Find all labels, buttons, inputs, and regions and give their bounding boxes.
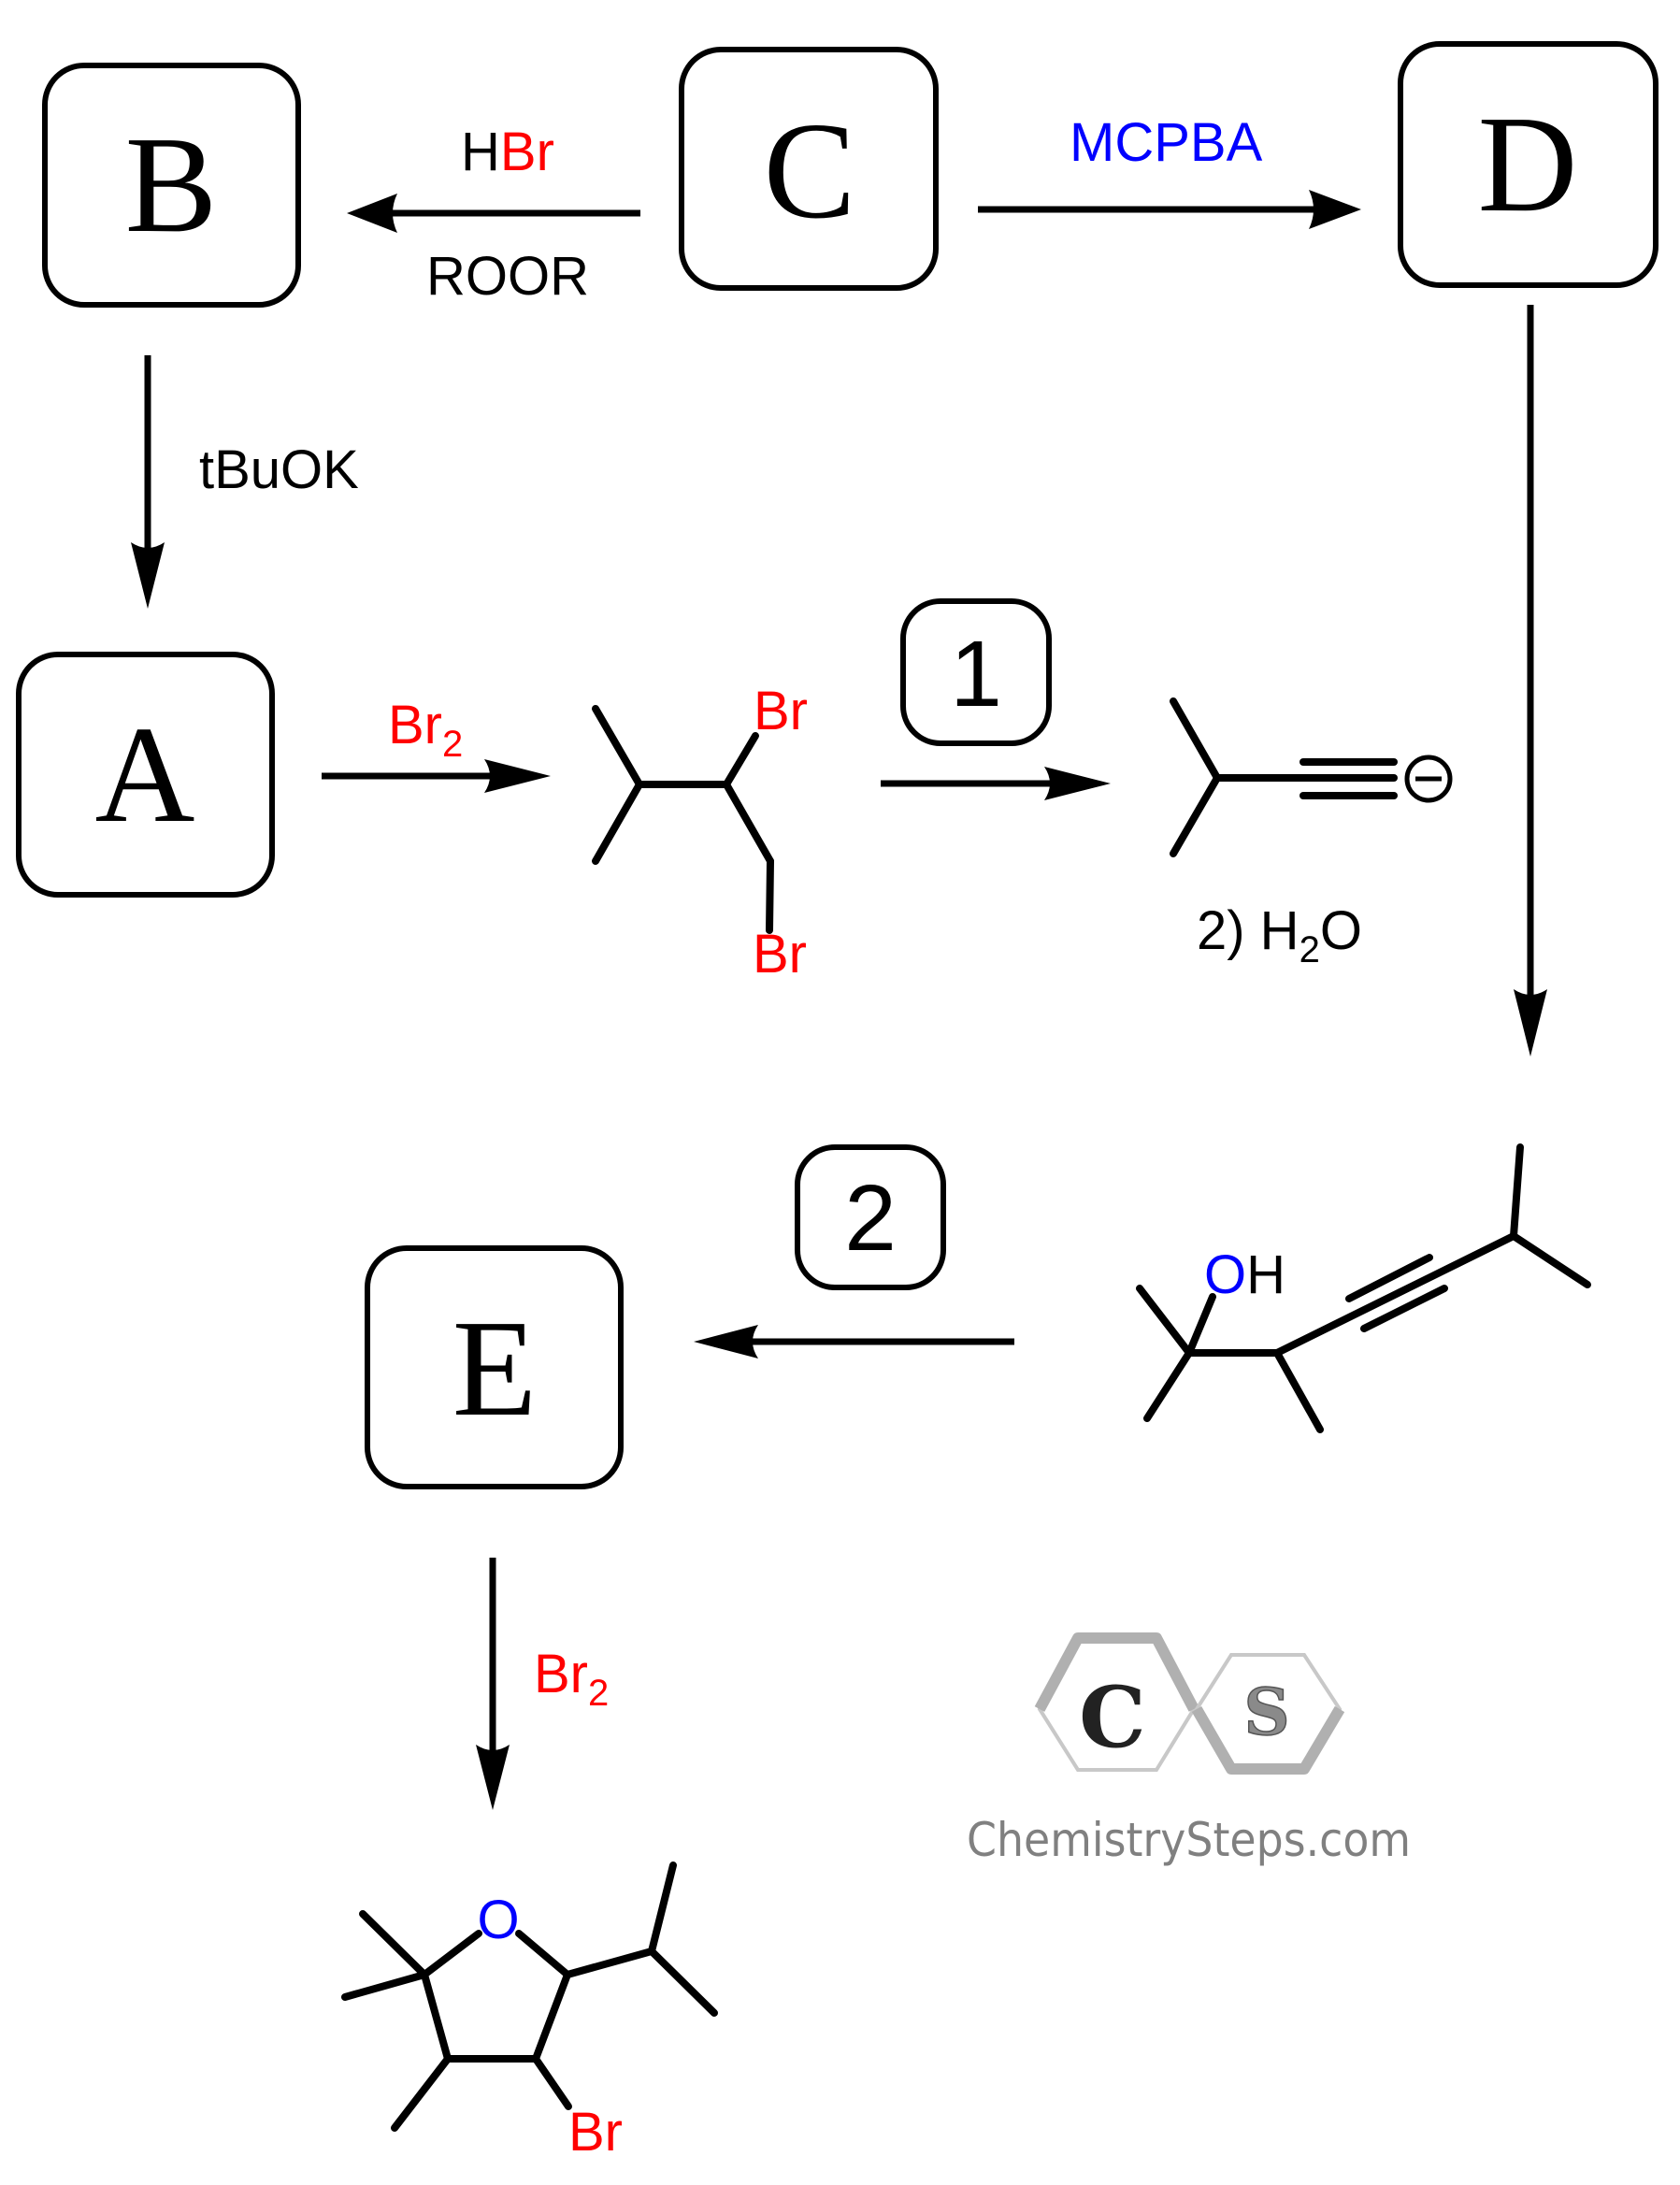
- alkynol-molecule: OH: [1136, 1143, 1591, 1433]
- box-a-label: A: [95, 698, 195, 852]
- reagent-mcpba: MCPBA: [1070, 112, 1263, 173]
- negative-charge-icon: [1404, 755, 1453, 803]
- step-2-box: 2: [795, 1144, 946, 1290]
- dibromide-br-top: Br: [754, 681, 808, 741]
- reagent-hbr: HBr: [461, 122, 554, 182]
- step-1-label: 1: [950, 622, 1002, 726]
- box-e-label: E: [452, 1292, 537, 1445]
- arrow-step-1: [881, 767, 1111, 800]
- logo-letter-c: C: [1079, 1668, 1146, 1767]
- box-e: E: [365, 1245, 624, 1489]
- alkynol-oh: OH: [1204, 1244, 1285, 1305]
- step-2-label: 2: [844, 1166, 897, 1271]
- box-c-label: C: [764, 94, 856, 248]
- box-d: D: [1398, 41, 1658, 288]
- dibromide-molecule: Br Br: [592, 681, 808, 985]
- box-b-label: B: [125, 108, 218, 262]
- arrow-b-to-a: [131, 355, 165, 609]
- arrow-c-to-d: [978, 190, 1361, 229]
- reagent-roor: ROOR: [426, 246, 589, 307]
- dibromide-br-bottom: Br: [753, 924, 807, 985]
- thf-product-molecule: O Br: [341, 1862, 718, 2163]
- thf-bromine: Br: [568, 2102, 623, 2163]
- chemistrysteps-logo: C S ChemistrySteps.com: [967, 1632, 1411, 1867]
- logo-text[interactable]: ChemistrySteps.com: [967, 1813, 1411, 1867]
- step-1-box: 1: [900, 598, 1052, 746]
- box-b: B: [42, 63, 301, 308]
- acetylide-anion: [1170, 697, 1453, 857]
- reagent-br2-e: Br2: [534, 1644, 609, 1714]
- arrow-a-to-dibromide: [322, 759, 551, 793]
- thf-oxygen: O: [477, 1890, 519, 1950]
- arrow-d-to-alkynol: [1514, 305, 1547, 1057]
- reagent-tbuok: tBuOK: [199, 439, 359, 500]
- reagent-br2-a: Br2: [388, 695, 463, 765]
- arrow-step-2: [694, 1325, 1014, 1358]
- box-a: A: [16, 652, 275, 898]
- arrow-e-to-product: [476, 1558, 510, 1810]
- arrow-c-to-b: [347, 194, 640, 233]
- logo-letter-s: S: [1243, 1675, 1289, 1750]
- box-c: C: [679, 47, 939, 291]
- box-d-label: D: [1478, 88, 1578, 241]
- reagent-h2o: 2) H2O: [1197, 900, 1362, 970]
